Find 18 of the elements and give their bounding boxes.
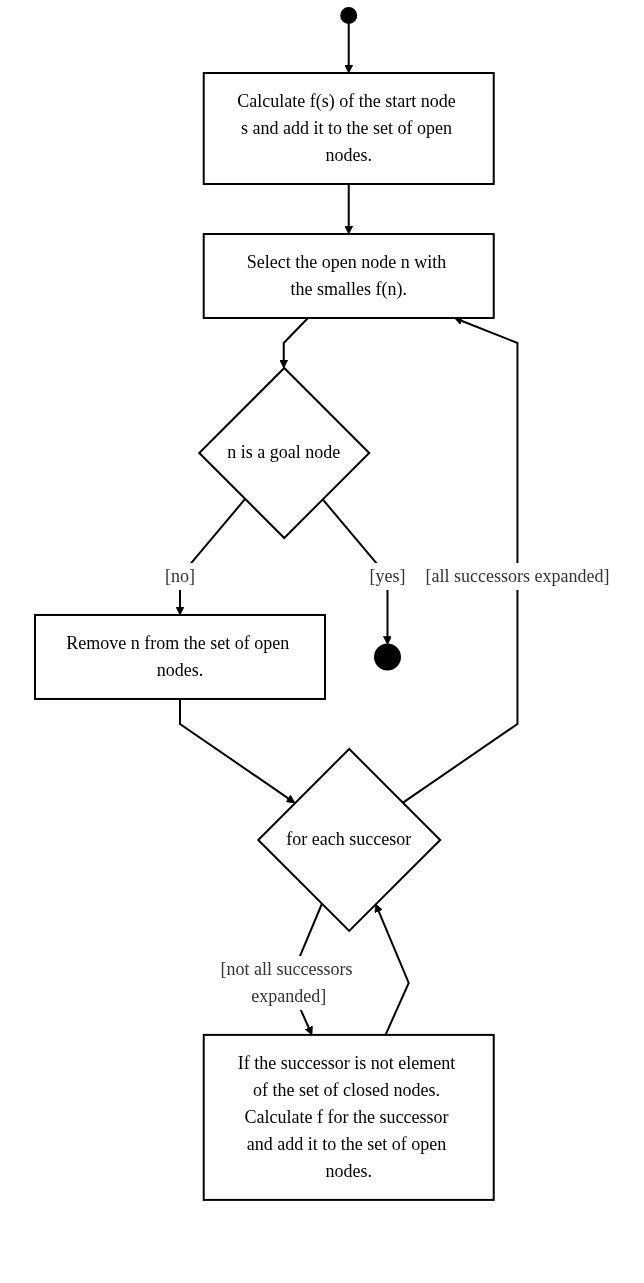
arrow	[401, 316, 519, 804]
node-diamond: n is a goal node	[197, 366, 371, 540]
node-box: Select the open node n with the smalles f(n).	[202, 233, 495, 319]
edge-label: [all successors expanded]	[425, 565, 610, 586]
arrow	[374, 903, 410, 1036]
node-circle	[373, 643, 401, 671]
edge-label: [not all successors expanded]	[220, 958, 353, 1006]
arrow	[344, 183, 353, 235]
node-box: Remove n from the set of open nodes.	[33, 613, 326, 700]
node-box: Calculate f(s) of the start node s and add it to the set of open nodes.	[202, 72, 495, 185]
edge-label: [yes]	[369, 565, 406, 586]
node-diamond: for each succesor	[256, 747, 442, 933]
arrow	[344, 22, 353, 74]
edge-label: [no]	[164, 565, 195, 586]
arrow	[178, 697, 295, 804]
node-circle	[340, 7, 357, 24]
node-box: If the successor is not element of the set of closed nodes. Calculate f for the successor and add it to the set of open nodes.	[202, 1033, 495, 1201]
arrow	[279, 317, 309, 369]
